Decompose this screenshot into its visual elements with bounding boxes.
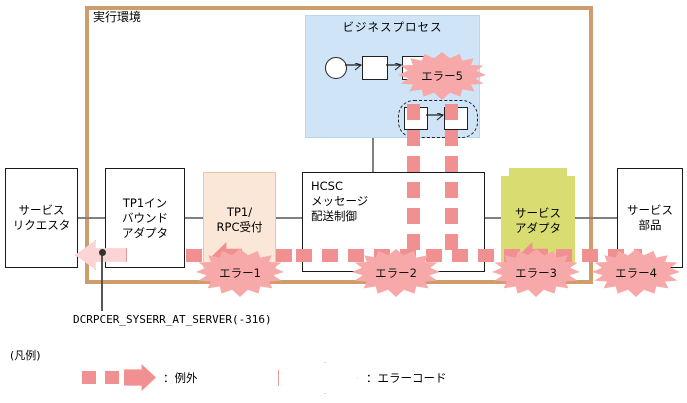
error-burst-3: エラー3 [492, 249, 580, 297]
flow-arrow-icon [426, 113, 444, 121]
exception-flow-horizontal [296, 249, 642, 262]
error-code-annotation: DCRPCER_SYSERR_AT_SERVER(-316) [73, 313, 272, 326]
annotation-anchor-dot [99, 249, 106, 256]
exception-flow-horizontal [186, 249, 212, 262]
flow-arrow-icon [386, 63, 402, 71]
error-burst-4: エラー4 [592, 249, 680, 297]
exception-flow-vertical [407, 104, 420, 254]
error-burst-2: エラー2 [352, 249, 440, 297]
node-label: サービス リクエスタ [12, 203, 71, 232]
error-burst-label: エラー3 [515, 266, 557, 280]
exception-flow-vertical [445, 104, 458, 254]
execution-environment-frame [85, 6, 593, 284]
exception-flow-horizontal [276, 249, 300, 262]
node-service-requester: サービス リクエスタ [5, 168, 78, 268]
connector-line [78, 217, 105, 219]
loop-subprocess-boundary [398, 100, 478, 138]
node-label: TP1/ RPC受付 [216, 205, 263, 234]
node-label: サービス 部品 [627, 203, 673, 232]
connector-line [185, 217, 203, 219]
error-burst-label: エラー5 [421, 69, 463, 83]
business-process-title: ビジネスプロセス [342, 20, 443, 34]
node-label: サービス アダプタ [515, 205, 561, 235]
legend-title: (凡例) [10, 349, 41, 362]
connector-line [276, 217, 302, 219]
execution-environment-label: 実行環境 [93, 10, 142, 24]
connector-line [575, 217, 617, 219]
error-burst-label: エラー2 [375, 266, 417, 280]
connector-line [485, 217, 501, 219]
legend-exception-arrow-icon [124, 364, 156, 391]
error-burst-label: エラー1 [219, 266, 261, 280]
node-label: TP1イン バウンド アダプタ [122, 195, 168, 240]
connector-line-business-process [372, 138, 374, 172]
legend-exception-dashes [82, 371, 124, 384]
process-task-icon [362, 56, 388, 80]
legend-error-code-arrow-icon [278, 362, 358, 394]
start-event-icon [325, 57, 347, 79]
legend-error-code-label: ：エラーコード [366, 371, 447, 385]
error-burst-1: エラー1 [196, 249, 284, 297]
node-label: HCSC メッセージ 配送制御 [311, 179, 369, 223]
error-burst-label: エラー4 [615, 266, 657, 280]
annotation-leader-line [101, 253, 103, 311]
legend-exception-label: ：例外 [163, 371, 198, 385]
flow-arrow-icon [345, 63, 362, 71]
